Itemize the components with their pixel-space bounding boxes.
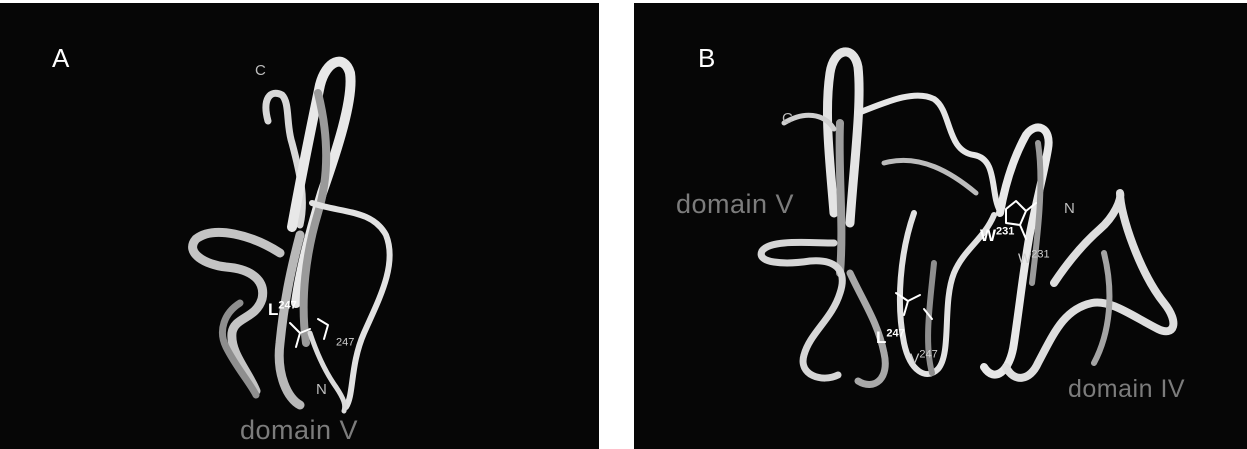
domain-iv-label: domain IV — [1068, 377, 1185, 402]
c-terminus-label: C — [782, 111, 793, 126]
ribbon-structure-a — [0, 3, 599, 449]
panel-letter-b: B — [698, 45, 715, 71]
residue-label-secondary: 247 — [336, 339, 354, 353]
ribbon-strand — [761, 242, 842, 378]
ribbon-strand — [279, 235, 300, 405]
panel-b: B C N domain V W231 W231 L247 V247 domai… — [634, 3, 1247, 449]
domain-v-label: domain V — [240, 417, 358, 444]
residue-label-v247: V247 — [910, 351, 938, 365]
domain-v-label: domain V — [676, 191, 794, 218]
ribbon-strand — [840, 123, 842, 273]
residue-label-w231-secondary: W231 — [1018, 251, 1050, 265]
panel-letter-a: A — [52, 45, 69, 71]
ribbon-strand — [858, 96, 1000, 211]
n-terminus-label: N — [1064, 201, 1075, 216]
residue-label-w231: W231 — [980, 227, 1014, 244]
ribbon-strand — [884, 160, 976, 193]
residue-label-l247: L247 — [876, 329, 905, 346]
n-terminus-label: N — [316, 382, 327, 397]
ribbon-strand — [312, 203, 390, 407]
c-terminus-label: C — [255, 63, 266, 78]
residue-label-l247: L247 — [268, 301, 297, 318]
panel-a: A C N L247 247 domain V — [0, 3, 599, 449]
ribbon-strand — [1094, 253, 1109, 363]
